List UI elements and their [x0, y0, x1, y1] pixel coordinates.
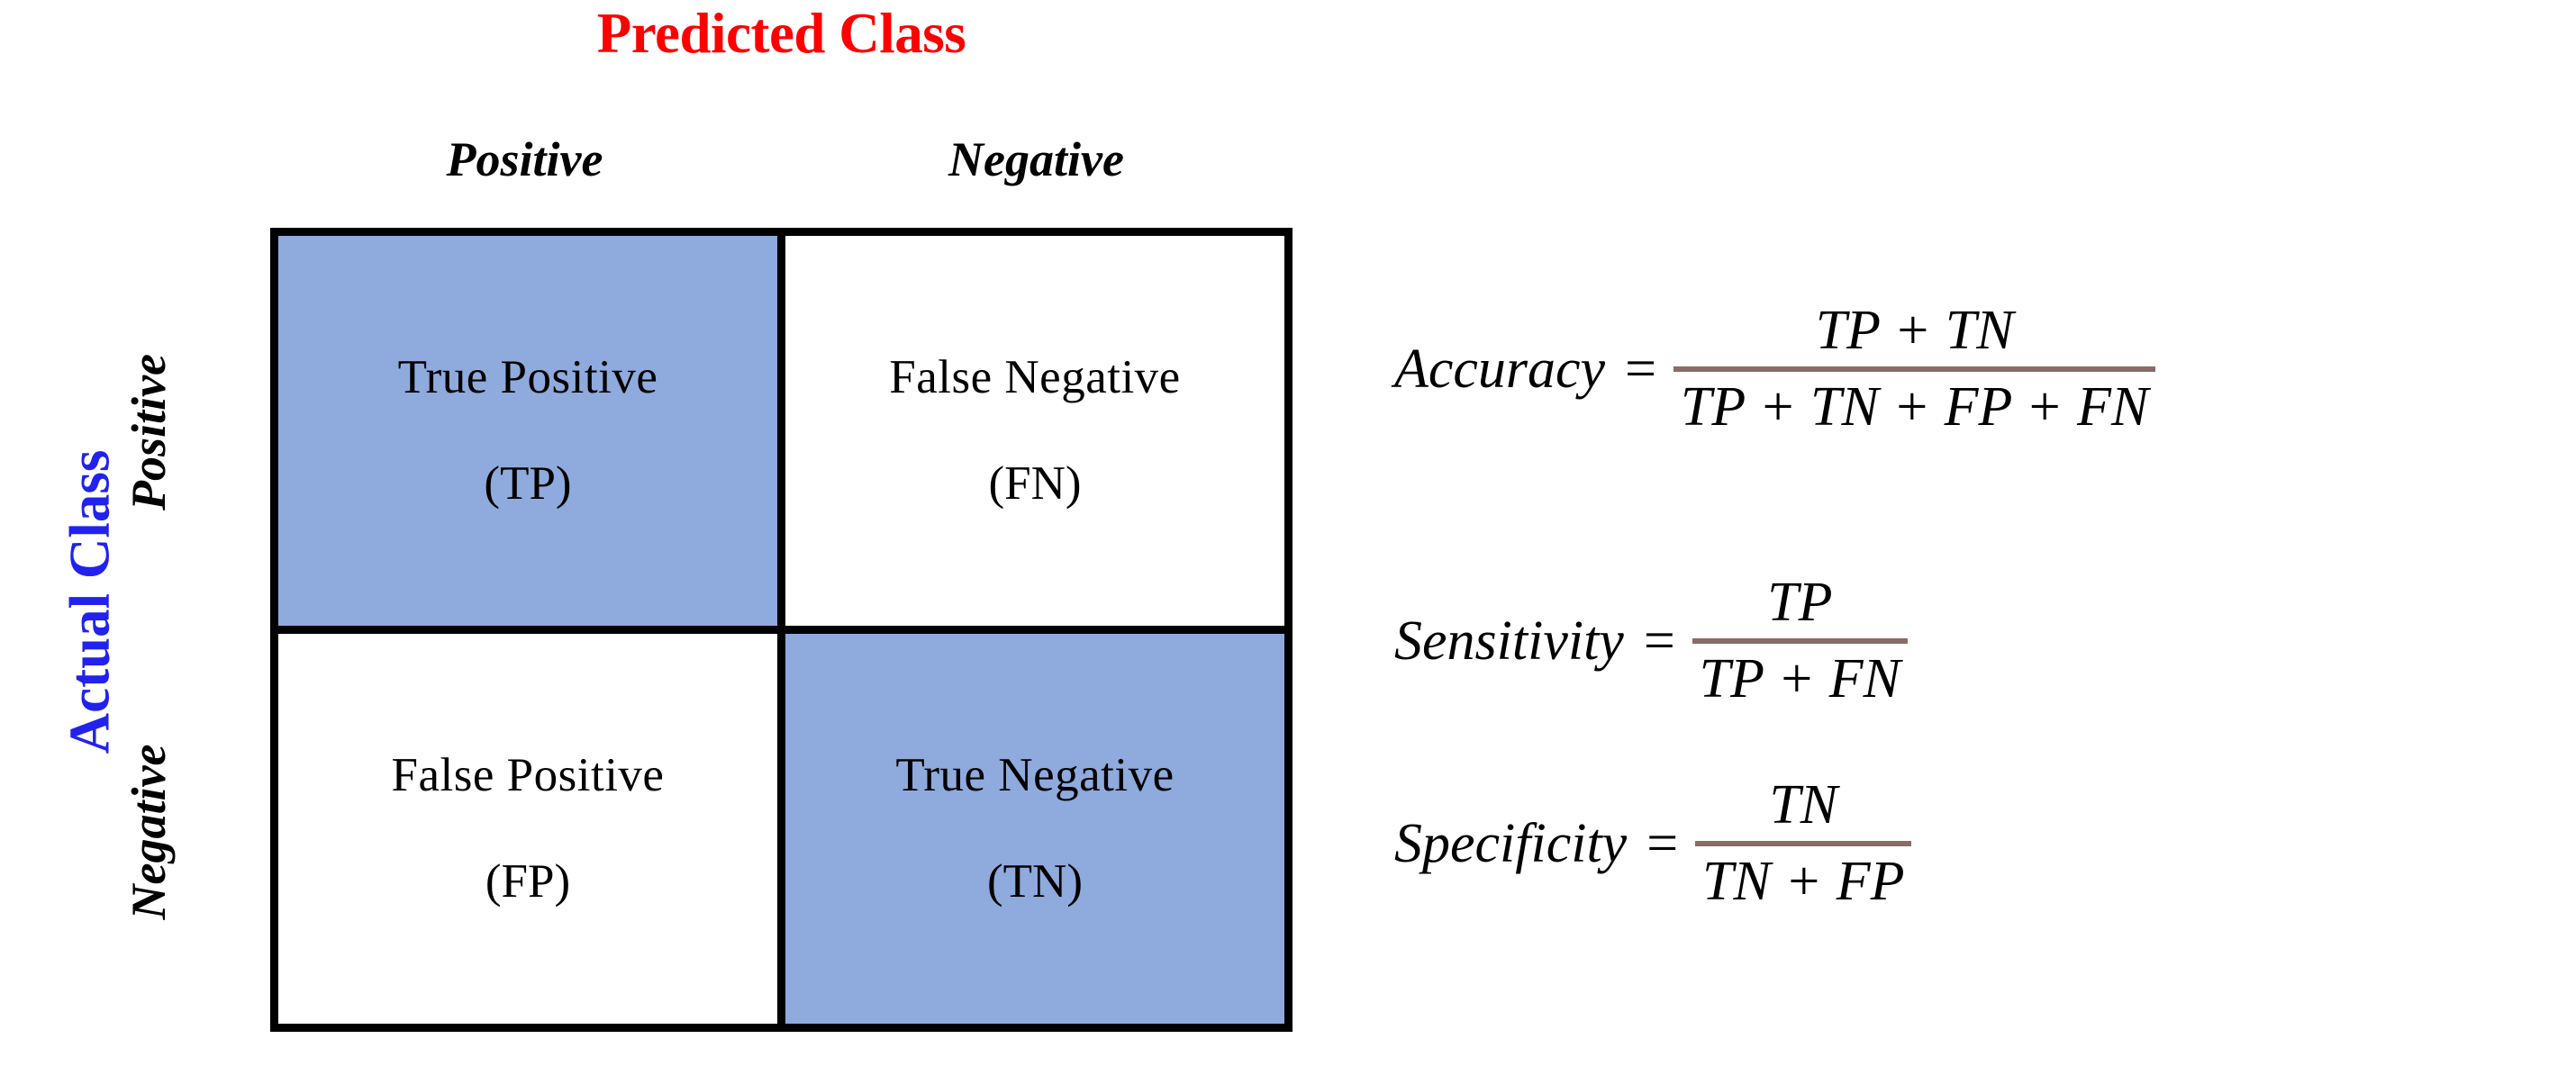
formula-accuracy-fraction-bar: [1673, 366, 2156, 373]
formula-specificity-equals: =: [1643, 813, 1682, 875]
row-header-negative: Negative: [122, 744, 176, 920]
confusion-matrix-figure: Predicted Class Positive Negative Actual…: [58, 2, 1293, 1032]
formula-accuracy-name: Accuracy: [1394, 339, 1606, 401]
formula-accuracy-numerator: TP + TN: [1815, 300, 2014, 361]
matrix-cell-true-negative: True Negative (TN): [785, 634, 1284, 1024]
row-header-positive: Positive: [122, 354, 176, 510]
formula-accuracy-equals: =: [1621, 339, 1659, 401]
column-header-negative: Negative: [948, 132, 1124, 186]
metric-formulas: Accuracy = TP + TN TP + TN + FP + FN Sen…: [1351, 0, 2576, 1066]
formula-sensitivity: Sensitivity = TP TP + FN: [1394, 572, 1908, 711]
formula-specificity-fraction-bar: [1695, 841, 1912, 847]
predicted-class-axis-title: Predicted Class: [596, 2, 966, 65]
formula-specificity-numerator: TN: [1769, 774, 1838, 836]
cell-abbrev-false-negative: (FN): [988, 456, 1082, 510]
formula-specificity: Specificity = TN TN + FP: [1394, 774, 1912, 914]
column-header-positive: Positive: [446, 132, 603, 186]
formula-accuracy-denominator: TP + TN + FP + FN: [1680, 376, 2149, 438]
matrix-grid: True Positive (TP) False Negative (FN) F…: [270, 228, 1293, 1032]
formula-sensitivity-name: Sensitivity: [1394, 610, 1624, 673]
formula-sensitivity-denominator: TP + FN: [1699, 648, 1900, 710]
formula-accuracy: Accuracy = TP + TN TP + TN + FP + FN: [1394, 300, 2156, 439]
formula-specificity-denominator: TN + FP: [1702, 851, 1905, 913]
actual-class-axis-title: Actual Class: [58, 449, 122, 754]
matrix-cell-false-negative: False Negative (FN): [785, 236, 1284, 626]
cell-label-true-negative: True Negative: [895, 748, 1175, 801]
formula-accuracy-fraction: TP + TN TP + TN + FP + FN: [1673, 300, 2156, 439]
cell-abbrev-true-negative: (TN): [987, 854, 1083, 908]
formula-specificity-fraction: TN TN + FP: [1695, 774, 1912, 914]
matrix-cell-true-positive: True Positive (TP): [278, 236, 777, 626]
cell-label-false-positive: False Positive: [391, 748, 665, 801]
cell-label-true-positive: True Positive: [397, 350, 658, 403]
formula-sensitivity-fraction: TP TP + FN: [1692, 572, 1908, 711]
cell-abbrev-false-positive: (FP): [485, 854, 571, 908]
formula-sensitivity-fraction-bar: [1692, 638, 1908, 645]
cell-label-false-negative: False Negative: [889, 350, 1181, 403]
formula-sensitivity-numerator: TP: [1767, 572, 1833, 633]
formula-specificity-name: Specificity: [1394, 813, 1628, 875]
cell-abbrev-true-positive: (TP): [484, 456, 572, 510]
formula-sensitivity-equals: =: [1639, 610, 1678, 673]
matrix-cell-false-positive: False Positive (FP): [278, 634, 777, 1024]
